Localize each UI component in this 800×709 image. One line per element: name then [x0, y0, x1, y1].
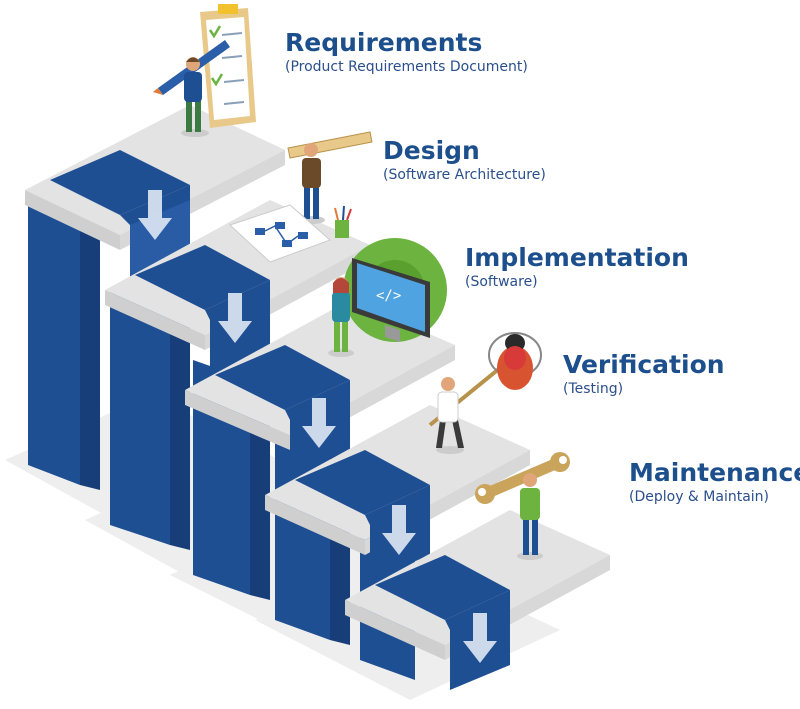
- step-subtitle: (Software): [465, 274, 538, 290]
- monitor-icon: </>: [352, 258, 430, 342]
- down-arrows: [138, 190, 497, 663]
- flowchart-notebook-icon: [229, 204, 331, 263]
- down-arrow-icon: [463, 613, 497, 663]
- step-subtitle: (Testing): [563, 381, 624, 397]
- pencil-cup-icon: [334, 205, 352, 238]
- clipboard-icon: [200, 4, 256, 128]
- step-subtitle: (Deploy & Maintain): [629, 489, 770, 505]
- step-title: Verification: [563, 350, 725, 379]
- step-label-verification: Verification (Testing): [563, 350, 725, 398]
- step-title: Requirements: [285, 28, 483, 57]
- ruler-icon: [287, 131, 373, 159]
- bug-icon: [504, 334, 526, 370]
- step-label-maintenance: Maintenance (Deploy & Maintain): [629, 458, 800, 506]
- down-arrow-icon: [382, 505, 416, 555]
- down-arrow-icon: [218, 293, 252, 343]
- down-arrow-icon: [138, 190, 172, 240]
- down-arrow-icon: [302, 398, 336, 448]
- step-title: Implementation: [465, 243, 689, 272]
- step-label-requirements: Requirements (Product Requirements Docum…: [285, 28, 528, 76]
- svg-text:</>: </>: [376, 288, 401, 304]
- person-figure: [328, 277, 354, 357]
- step-title: Design: [383, 136, 480, 165]
- person-figure: [181, 57, 209, 137]
- person-figure: [517, 473, 543, 560]
- step-subtitle: (Product Requirements Document): [285, 59, 528, 75]
- person-figure: [436, 377, 464, 454]
- step-label-implementation: Implementation (Software): [465, 243, 689, 291]
- step-title: Maintenance: [629, 458, 800, 487]
- person-figure: [299, 143, 325, 224]
- step-label-design: Design (Software Architecture): [383, 136, 546, 184]
- step-subtitle: (Software Architecture): [383, 167, 546, 183]
- wrench-icon: [475, 452, 570, 504]
